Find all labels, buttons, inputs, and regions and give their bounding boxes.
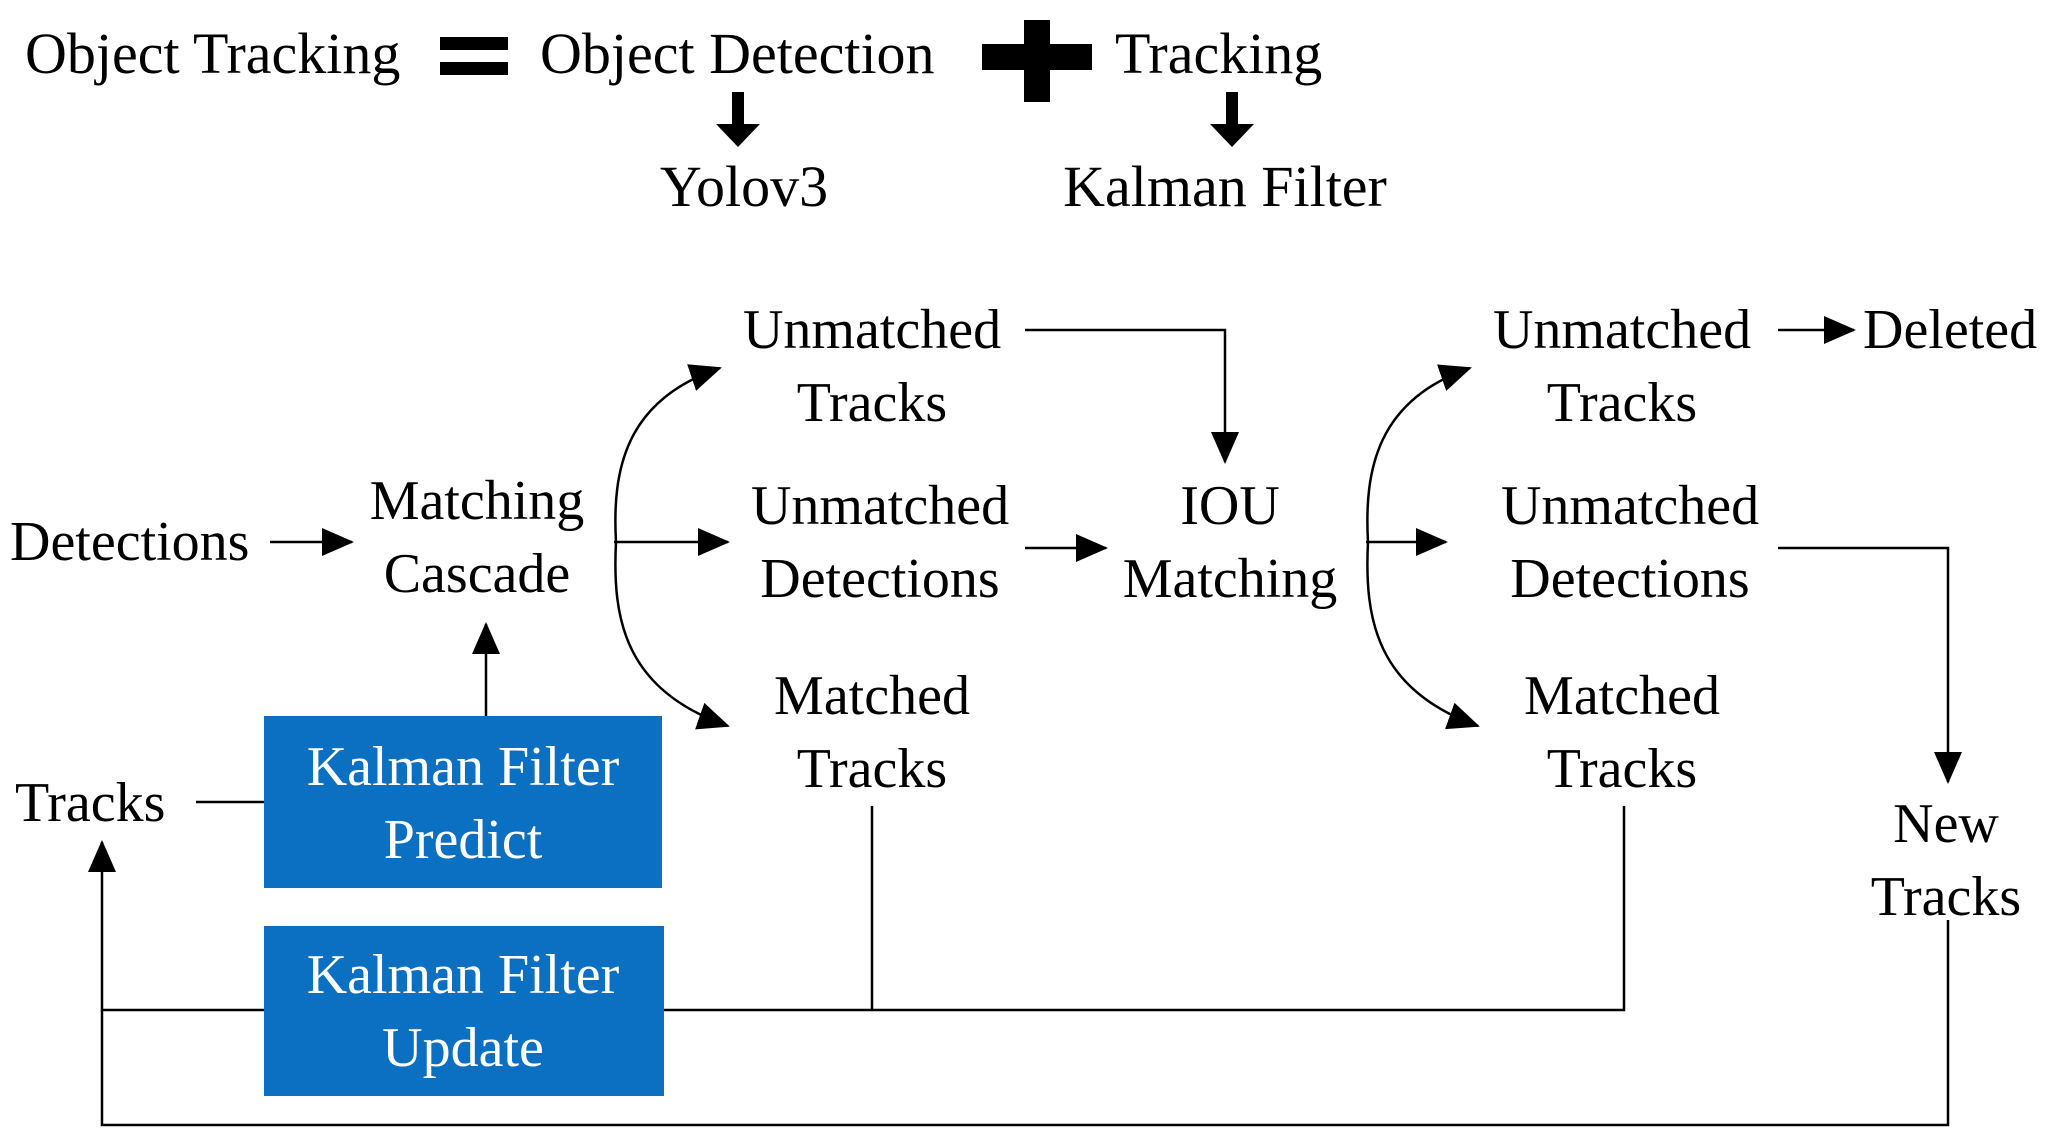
svg-text:Predict: Predict	[384, 809, 543, 871]
formula-object-detection: Object Detection	[540, 21, 935, 86]
svg-text:Kalman Filter: Kalman Filter	[307, 736, 620, 798]
unmatched-detections-node-1: Unmatched Detections	[751, 475, 1009, 610]
iou-matching-node: IOU Matching	[1123, 475, 1338, 610]
tracks-label: Tracks	[15, 772, 165, 834]
svg-text:Update: Update	[382, 1017, 544, 1079]
line-new-tracks-feedback	[100, 920, 1950, 1127]
matching-cascade-node: Matching Cascade	[370, 470, 585, 605]
line-matched-tracks-2-to-update	[664, 806, 1626, 1012]
svg-text:IOU: IOU	[1180, 475, 1280, 537]
svg-text:Tracks: Tracks	[797, 372, 947, 434]
unmatched-detections-node-2: Unmatched Detections	[1501, 475, 1759, 610]
plus-icon	[982, 20, 1092, 102]
new-tracks-node: New Tracks	[1871, 793, 2021, 928]
arrow-unmatched-detections-2-to-new-tracks	[1778, 546, 1962, 784]
svg-text:Tracks: Tracks	[1871, 866, 2021, 928]
down-arrow-icon	[1210, 92, 1254, 147]
down-arrow-icon	[716, 92, 760, 147]
svg-text:Matched: Matched	[1524, 665, 1720, 727]
svg-text:Matched: Matched	[774, 665, 970, 727]
svg-text:New: New	[1893, 793, 1999, 855]
formula-object-tracking: Object Tracking	[25, 21, 400, 86]
arrow-unmatched-tracks-1-to-iou	[1025, 328, 1239, 464]
unmatched-tracks-node-2: Unmatched Tracks	[1493, 299, 1751, 434]
arrow-iou-to-matched-tracks-2	[1366, 541, 1480, 730]
matched-tracks-node-1: Matched Tracks	[774, 665, 970, 800]
svg-text:Matching: Matching	[1123, 548, 1338, 610]
svg-text:Unmatched: Unmatched	[743, 299, 1001, 361]
arrow-update-to-tracks	[88, 840, 264, 1012]
matched-tracks-node-2: Matched Tracks	[1524, 665, 1720, 800]
svg-text:Cascade: Cascade	[384, 543, 571, 605]
svg-text:Kalman Filter: Kalman Filter	[307, 944, 620, 1006]
formula-tracking: Tracking	[1115, 21, 1322, 86]
svg-text:Detections: Detections	[1510, 548, 1749, 610]
connectors	[88, 316, 1962, 1127]
arrow-cascade-to-unmatched-tracks-1	[614, 364, 722, 543]
unmatched-tracks-node-1: Unmatched Tracks	[743, 299, 1001, 434]
arrow-cascade-to-matched-tracks-1	[614, 541, 730, 730]
svg-text:Detections: Detections	[760, 548, 999, 610]
svg-text:Tracks: Tracks	[1547, 372, 1697, 434]
formula-yolo: Yolov3	[660, 154, 828, 219]
arrow-iou-to-unmatched-tracks-2	[1366, 364, 1472, 543]
deleted-label: Deleted	[1863, 299, 2037, 361]
svg-text:Tracks: Tracks	[797, 738, 947, 800]
svg-text:Tracks: Tracks	[1547, 738, 1697, 800]
svg-text:Unmatched: Unmatched	[1501, 475, 1759, 537]
equals-icon	[440, 37, 508, 75]
kalman-filter-update-box: Kalman Filter Update	[264, 926, 664, 1096]
detections-label: Detections	[10, 511, 249, 573]
svg-text:Unmatched: Unmatched	[1493, 299, 1751, 361]
svg-text:Unmatched: Unmatched	[751, 475, 1009, 537]
kalman-filter-predict-box: Kalman Filter Predict	[264, 716, 662, 888]
svg-text:Matching: Matching	[370, 470, 585, 532]
formula-kalman-filter: Kalman Filter	[1063, 154, 1387, 219]
